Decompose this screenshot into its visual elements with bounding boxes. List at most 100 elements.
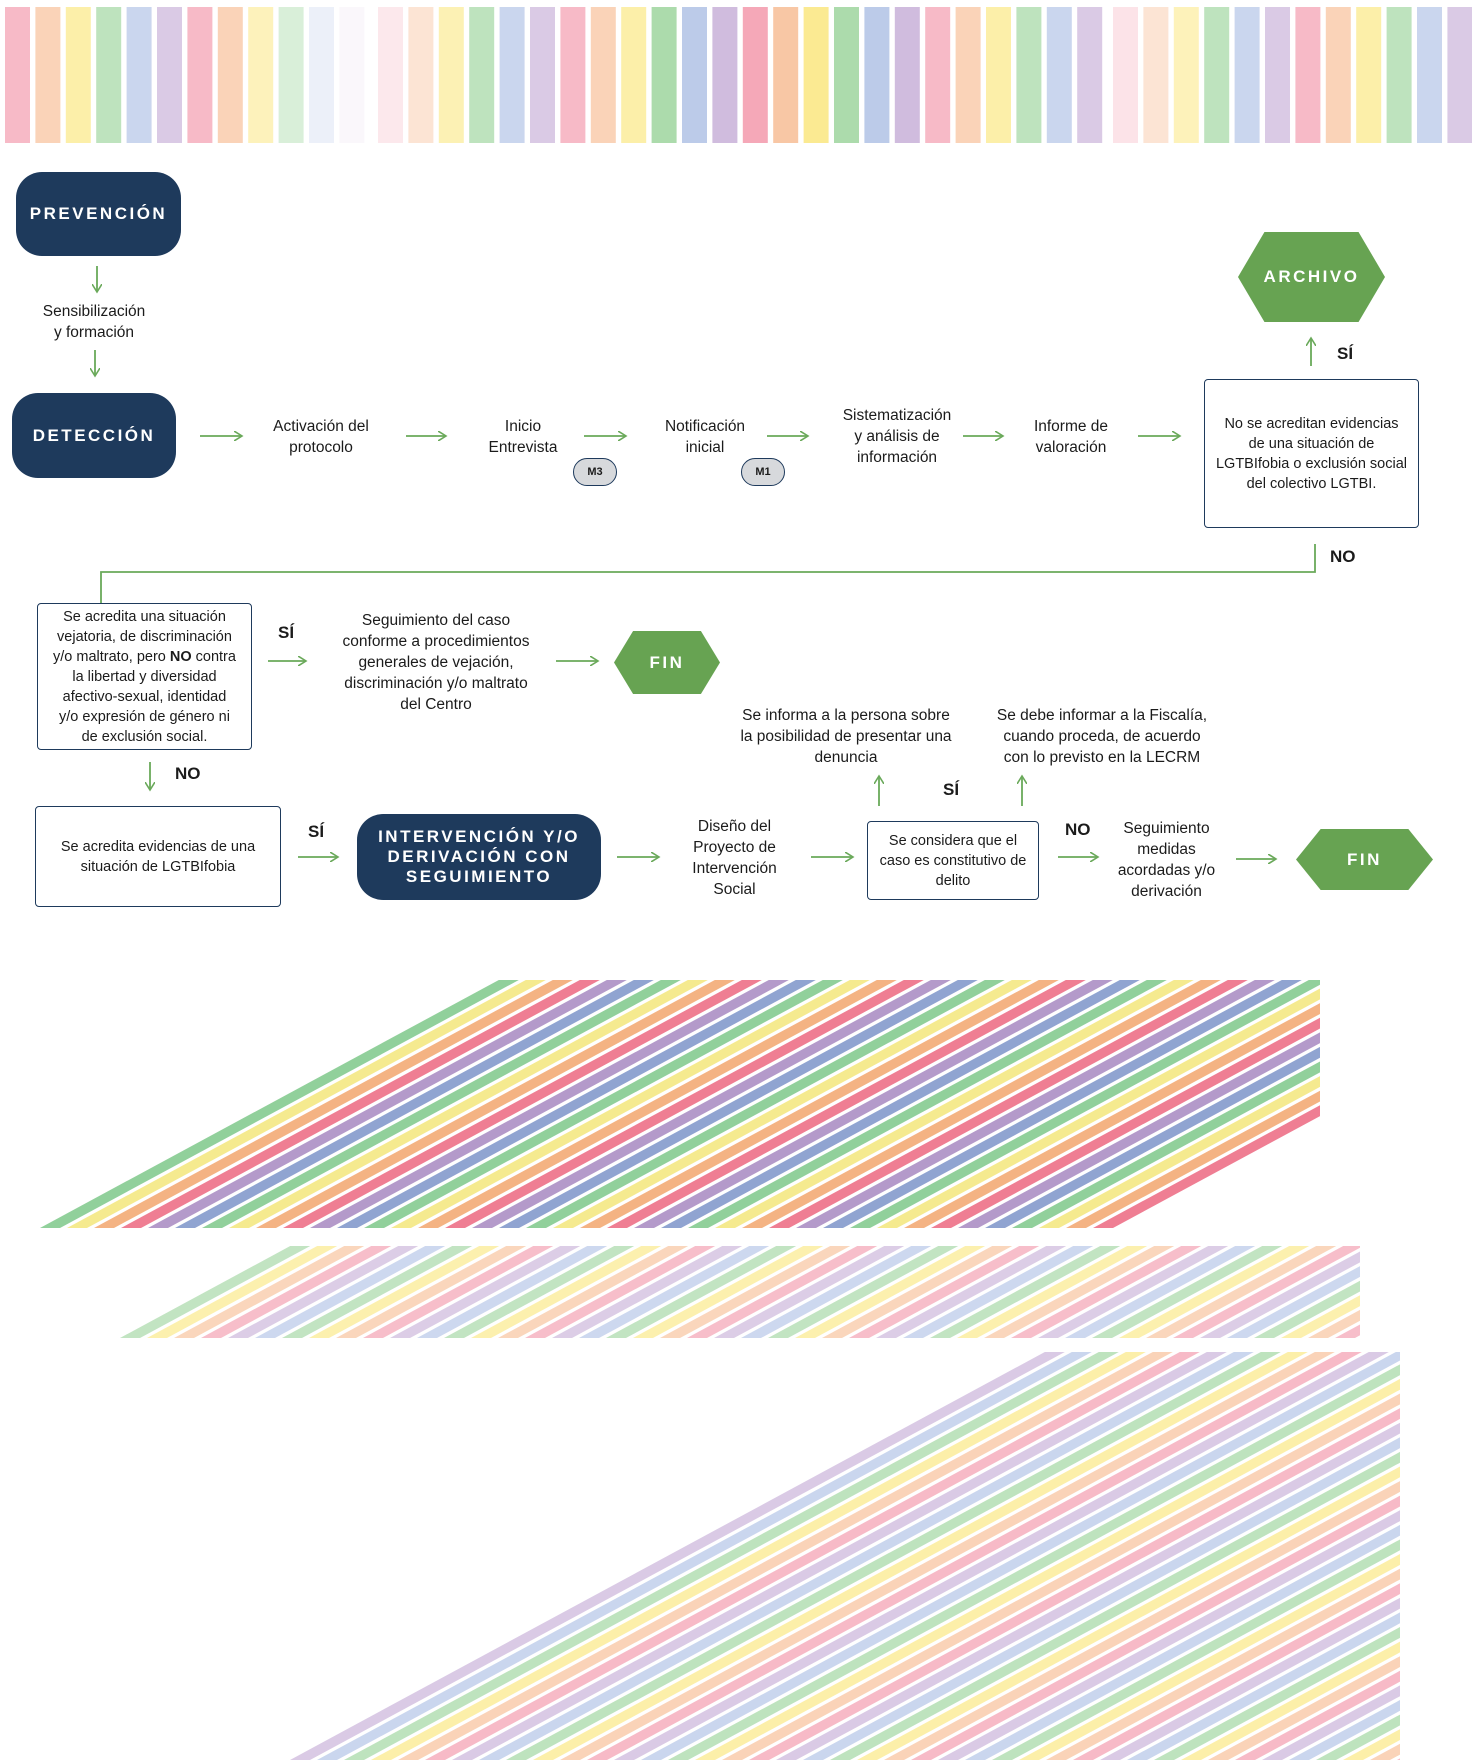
diagonal-stripe <box>1281 1295 1360 1338</box>
diagonal-stripe <box>201 1246 392 1338</box>
diagonal-stripe <box>202 980 681 1228</box>
top-color-bar <box>773 7 799 143</box>
intervencion-line-2: DERIVACIÓN CON <box>387 847 571 866</box>
inicio-line-2: Entrevista <box>488 439 558 456</box>
m1-badge: M1 <box>741 458 785 486</box>
diagonal-stripe <box>425 1352 1200 1760</box>
diagonal-stripe <box>472 980 951 1228</box>
diagonal-stripe <box>525 1246 716 1338</box>
diagonal-stripe <box>228 1246 419 1338</box>
top-color-bar <box>742 7 768 143</box>
notificacion-label: Notificación inicial <box>644 416 766 458</box>
diagonal-stripe <box>256 980 735 1228</box>
top-color-bar <box>560 7 586 143</box>
informar-fiscalia-line-3: con lo previsto en la LECRM <box>1003 749 1201 766</box>
vejatoria-line-4: la libertad y diversidad <box>72 668 217 685</box>
diagonal-stripe <box>614 1352 1389 1760</box>
diagonal-stripe <box>876 1246 1067 1338</box>
diagonal-stripe <box>1227 1266 1360 1338</box>
diagonal-stripe <box>452 1352 1227 1760</box>
top-color-bar <box>925 7 951 143</box>
diagonal-stripe <box>1208 1656 1400 1760</box>
diagonal-stripe <box>337 980 816 1228</box>
seguimiento-caso-line-2: conforme a procedimientos <box>342 633 530 650</box>
top-color-bar <box>126 7 152 143</box>
diagonal-stripe <box>931 1017 1320 1228</box>
diagonal-stripe <box>768 1246 959 1338</box>
vejatoria-line-1: Se acredita una situación <box>63 608 226 625</box>
diagonal-stripe <box>147 1246 338 1338</box>
diagonal-stripe <box>552 1246 743 1338</box>
diagonal-stripe <box>417 1246 608 1338</box>
diagonal-stripe <box>1289 1700 1400 1760</box>
vejatoria-box: Se acredita una situación vejatoria, de … <box>37 603 252 750</box>
no-acreditan-line-1: No se acreditan evidencias <box>1224 415 1399 432</box>
diagonal-stripe <box>607 980 1086 1228</box>
diagonal-stripe <box>769 980 1248 1228</box>
seguimiento-medidas-line-1: Seguimiento <box>1123 820 1210 837</box>
diseno-line-3: Intervención <box>692 860 777 877</box>
diagonal-stripe <box>560 1352 1335 1760</box>
sistematizacion-line-3: información <box>856 449 938 466</box>
lgtbifobia-box: Se acredita evidencias de una situación … <box>35 806 281 907</box>
diagonal-stripe <box>390 1246 581 1338</box>
informa-persona-line-3: denuncia <box>814 749 878 766</box>
diagonal-stripe <box>1092 1246 1283 1338</box>
diagonal-stripe <box>1181 1641 1400 1760</box>
diagonal-stripe <box>1119 1246 1310 1338</box>
diagonal-stripe <box>687 1246 878 1338</box>
diagonal-stripe <box>1154 1627 1400 1760</box>
seguimiento-caso-label: Seguimiento del caso conforme a procedim… <box>316 610 556 715</box>
vejatoria-line-5: afectivo-sexual, identidad <box>62 688 227 705</box>
diagonal-stripe <box>911 1495 1400 1760</box>
diagonal-stripe <box>992 1539 1400 1760</box>
diagonal-stripe <box>282 1246 473 1338</box>
activacion-line-1: Activación del <box>273 418 369 435</box>
diagonal-stripe <box>580 980 1059 1228</box>
vejatoria-line-7: de exclusión social. <box>81 728 208 745</box>
diagonal-stripe <box>1073 1583 1400 1760</box>
diagonal-stripe <box>579 1246 770 1338</box>
informar-fiscalia-line-2: cuando proceda, de acuerdo <box>1003 728 1201 745</box>
deteccion-label: DETECCIÓN <box>32 425 156 445</box>
top-color-bar <box>1113 7 1138 143</box>
diagonal-stripe <box>1146 1246 1337 1338</box>
no-acreditan-line-3: LGTBIfobia o exclusión social <box>1215 455 1407 472</box>
diagonal-stripe <box>606 1246 797 1338</box>
diagonal-stripe <box>391 980 870 1228</box>
top-color-bar <box>1295 7 1321 143</box>
diseno-label: Diseño del Proyecto de Intervención Soci… <box>672 816 797 900</box>
diagonal-stripe <box>310 980 789 1228</box>
diagonal-stripe <box>742 980 1221 1228</box>
sensibilizacion-line-2: y formación <box>53 324 135 341</box>
diagonal-stripe <box>255 1246 446 1338</box>
top-color-bar <box>1386 7 1412 143</box>
informar-fiscalia-line-1: Se debe informar a la Fiscalía, <box>996 707 1208 724</box>
diagonal-stripe <box>850 980 1320 1228</box>
diagonal-stripe <box>795 1246 986 1338</box>
diagonal-stripe <box>587 1352 1362 1760</box>
top-color-bar <box>803 7 829 143</box>
diagonal-stripe <box>749 1408 1400 1760</box>
prevencion-node: PREVENCIÓN <box>16 172 181 256</box>
fin-node-1: FIN <box>614 631 720 694</box>
top-color-bar <box>682 7 707 143</box>
seguimiento-caso-line-4: discriminación y/o maltrato <box>344 675 528 692</box>
diagonal-stripe <box>174 1246 365 1338</box>
vejatoria-line-3-post: contra <box>191 648 236 665</box>
top-color-bar <box>1447 7 1472 143</box>
top-color-bar <box>5 7 30 143</box>
diagonal-stripe <box>444 1246 635 1338</box>
diagonal-stripe <box>822 1246 1013 1338</box>
diagonal-stripe <box>688 980 1167 1228</box>
top-color-bar <box>378 7 403 143</box>
diagonal-stripe <box>823 980 1302 1228</box>
diagonal-stripe <box>148 980 627 1228</box>
top-color-bar <box>530 7 555 143</box>
diagonal-stripe <box>1011 1246 1202 1338</box>
bottom-diagonal-stripes <box>40 980 1400 1760</box>
constitutivo-line-1: Se considera que el <box>888 832 1018 849</box>
sistematizacion-line-1: Sistematización <box>842 407 952 424</box>
seguimiento-caso-line-1: Seguimiento del caso <box>361 612 511 629</box>
diagonal-stripe <box>938 1510 1400 1760</box>
